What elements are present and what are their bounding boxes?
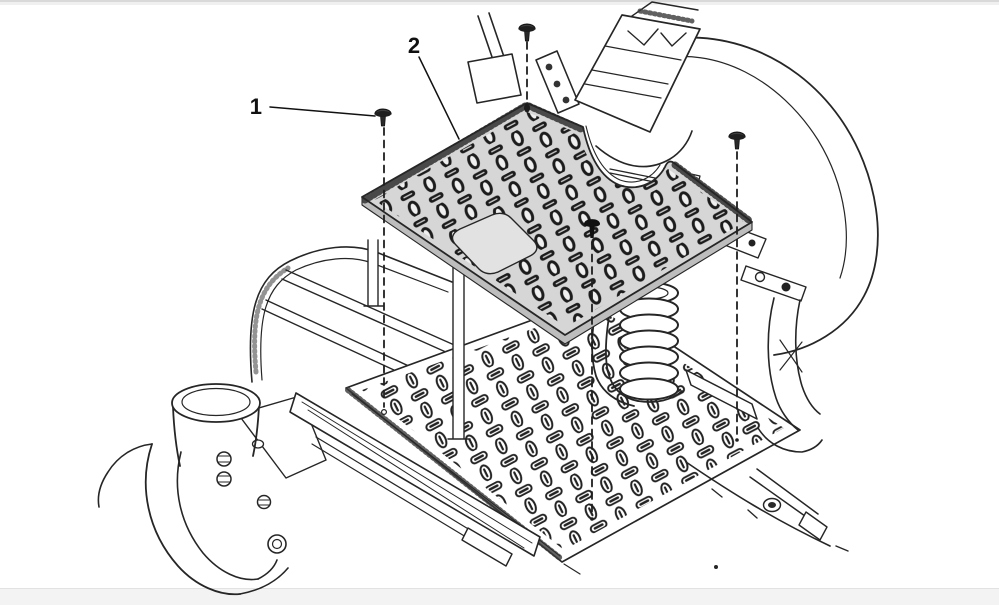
screw-top	[518, 23, 536, 42]
screw-right	[728, 131, 746, 150]
screw-projection-lines	[383, 41, 738, 515]
top-border-strip-2	[0, 2, 999, 5]
seat-support-posts	[363, 239, 471, 440]
console-side-panel	[574, 1, 701, 133]
callout-2-leader-line	[418, 56, 460, 140]
caster-bolts	[216, 451, 287, 554]
plate-blank-patch	[451, 212, 538, 275]
plate-corner-hole	[524, 103, 530, 113]
plate-outline	[361, 102, 753, 336]
screw-hole-mark-right	[735, 438, 739, 442]
callout-1-label: 1	[250, 94, 262, 119]
caster-post	[97, 383, 327, 596]
screw-1	[374, 108, 392, 127]
screw-hole-mark-left	[381, 409, 388, 416]
frame-bottom-right	[685, 461, 849, 569]
callout-1: 1	[250, 94, 376, 119]
front-frame-rail	[289, 392, 541, 567]
callout-2-label: 2	[408, 33, 420, 58]
right-frame-brackets	[685, 220, 823, 453]
screw-hole-mark-center	[590, 517, 594, 521]
top-border-strip	[0, 0, 999, 2]
callout-1-leader-line	[269, 106, 376, 117]
frame-front-hoop	[249, 246, 471, 396]
callout-2: 2	[408, 33, 460, 140]
screw-center	[584, 219, 600, 238]
floor-plate	[361, 102, 754, 345]
control-lever-left	[467, 12, 522, 104]
plate-perforations	[374, 112, 744, 327]
